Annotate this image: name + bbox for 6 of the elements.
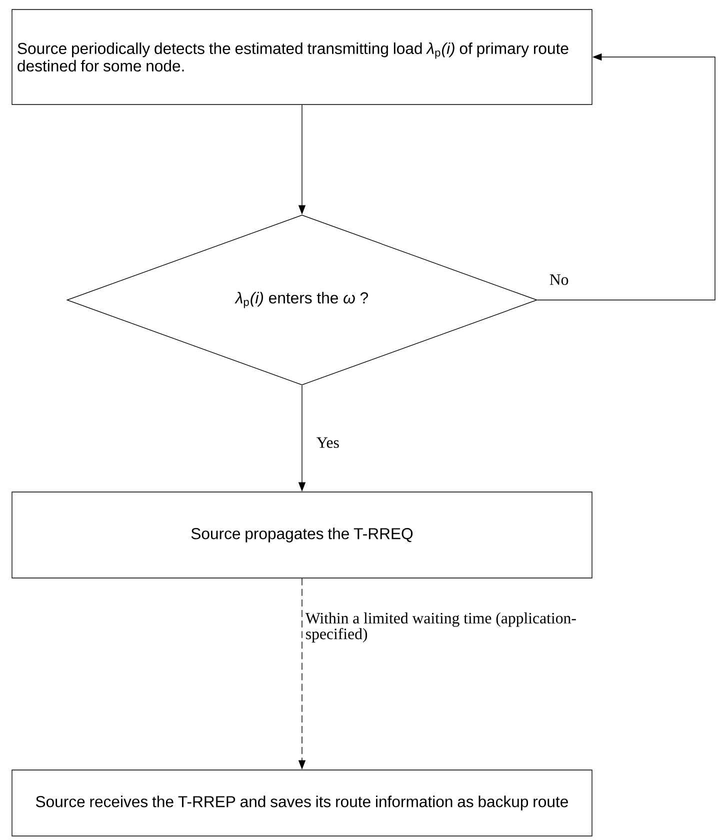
process-box: Source propagates the T-RREQ [12,492,592,578]
edge-label: No [550,274,568,285]
edge-label: Yes [316,437,339,448]
process-box: Source periodically detects the estimated transmitting load λ$_{p}$(i) of primary route destined for some node. [12,9,592,105]
edge-label: Within a limited waiting time (application-specified) [305,612,576,642]
process-box: Source receives the T-RREP and saves its route information as backup route [12,770,592,836]
